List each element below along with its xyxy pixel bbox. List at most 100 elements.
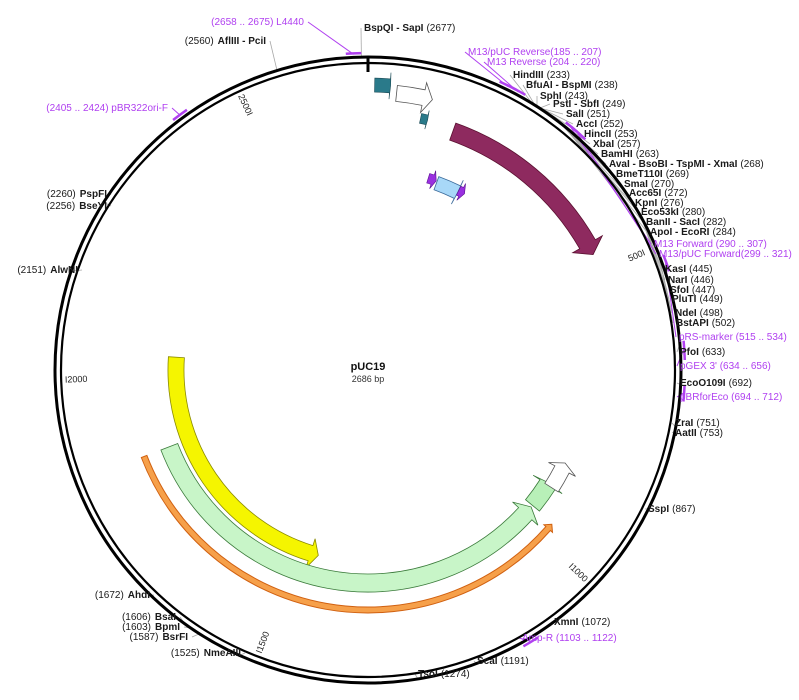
enzyme-position: (633) bbox=[702, 347, 725, 358]
enzyme-leader-line bbox=[509, 74, 532, 102]
enzyme-position: (280) bbox=[682, 207, 705, 218]
enzyme-label: ZraI(751) bbox=[675, 418, 720, 429]
enzyme-label: EcoO109I(692) bbox=[680, 378, 752, 389]
enzyme-label: TsoI(1274) bbox=[418, 669, 470, 680]
enzyme-name: PluTI bbox=[672, 294, 697, 305]
enzyme-position: (263) bbox=[636, 149, 659, 160]
enzyme-name: AflIII - PciI bbox=[218, 36, 267, 47]
enzyme-label: SalI(251) bbox=[566, 109, 610, 120]
enzyme-label: PluTI(449) bbox=[672, 294, 723, 305]
m13-fwd-small-arrow bbox=[455, 183, 466, 201]
enzyme-name: Acc65I bbox=[629, 188, 661, 199]
enzyme-label: (1603) BpmI bbox=[122, 622, 180, 633]
enzyme-name: PfoI bbox=[680, 347, 699, 358]
enzyme-position: (751) bbox=[696, 418, 719, 429]
enzyme-position: (502) bbox=[712, 318, 735, 329]
primer-label: (2405 .. 2424) pBR322ori-F bbox=[46, 103, 168, 114]
enzyme-label: BstAPI(502) bbox=[676, 318, 735, 329]
enzyme-name: PstI - SbfI bbox=[553, 99, 599, 110]
primer-label: M13 Forward (290 .. 307) bbox=[654, 239, 767, 250]
enzyme-label: (1525)NmeAIII bbox=[171, 648, 241, 659]
enzyme-name: NarI bbox=[668, 275, 688, 286]
enzyme-name: SmaI bbox=[624, 179, 648, 190]
primer-label: (2658 .. 2675) L4440 bbox=[211, 17, 304, 28]
ampR-arrow bbox=[160, 442, 539, 593]
primer-site-mark bbox=[662, 254, 671, 272]
enzyme-name: HindIII bbox=[513, 70, 544, 81]
enzyme-name: BsaI bbox=[155, 612, 176, 623]
plasmid-length: 2686 bp bbox=[352, 374, 385, 384]
enzyme-position: (1587) bbox=[130, 632, 159, 643]
enzyme-position: (449) bbox=[699, 294, 722, 305]
primer-site-mark bbox=[682, 340, 687, 361]
primer-site-mark bbox=[522, 636, 539, 648]
enzyme-name: AatII bbox=[675, 428, 697, 439]
enzyme-name: BanII - SacI bbox=[646, 217, 700, 228]
enzyme-name: AccI bbox=[576, 119, 597, 130]
enzyme-label: NarI(446) bbox=[668, 275, 714, 286]
enzyme-name: XmnI bbox=[554, 617, 579, 628]
labels: BspQI - SapI(2677)(2560)AflIII - PciI(22… bbox=[17, 17, 792, 680]
mcs-box bbox=[433, 176, 464, 205]
enzyme-position: (1606) bbox=[122, 612, 151, 623]
enzyme-label: BanII - SacI(282) bbox=[646, 217, 726, 228]
enzyme-position: (282) bbox=[703, 217, 726, 228]
enzyme-label: HincII(253) bbox=[584, 129, 638, 140]
enzyme-leader-line bbox=[640, 213, 670, 300]
enzyme-position: (2560) bbox=[185, 36, 214, 47]
enzyme-position: (257) bbox=[617, 139, 640, 150]
enzyme-position: (445) bbox=[689, 264, 712, 275]
enzyme-name: BpmI bbox=[155, 622, 180, 633]
enzyme-leader-line bbox=[269, 40, 278, 70]
enzyme-position: (238) bbox=[595, 80, 618, 91]
enzyme-position: (753) bbox=[700, 428, 723, 439]
primer-site-mark bbox=[172, 108, 188, 121]
primer-site-mark bbox=[682, 385, 686, 402]
enzyme-label: BamHI(263) bbox=[601, 149, 659, 160]
enzyme-label: SmaI(270) bbox=[624, 179, 674, 190]
enzyme-name: SfoI bbox=[670, 285, 689, 296]
enzyme-label: (1672)AhdI bbox=[95, 590, 150, 601]
enzyme-position: (251) bbox=[587, 109, 610, 120]
enzyme-position: (447) bbox=[692, 285, 715, 296]
enzyme-name: ZraI bbox=[675, 418, 694, 429]
primer-label: pRS-marker (515 .. 534) bbox=[679, 332, 787, 343]
enzyme-name: NdeI bbox=[675, 308, 697, 319]
enzyme-position: (249) bbox=[602, 99, 625, 110]
ampR-highlight-band bbox=[140, 454, 554, 614]
primer-label: Amp-R (1103 .. 1122) bbox=[522, 633, 617, 644]
enzyme-label: (1587)BsrFI bbox=[130, 632, 189, 643]
tick-label: 2500I bbox=[236, 93, 255, 118]
enzyme-name: KpnI bbox=[635, 198, 657, 209]
enzyme-label: SphI(243) bbox=[540, 91, 588, 102]
signal-peptide-arrow bbox=[524, 474, 563, 512]
enzyme-name: KasI bbox=[665, 264, 686, 275]
enzyme-name: ScaI bbox=[477, 656, 498, 667]
lac-operator-box bbox=[419, 110, 430, 130]
enzyme-label: NdeI(498) bbox=[675, 308, 723, 319]
enzyme-name: Eco53kI bbox=[641, 207, 679, 218]
ori-arrow bbox=[167, 356, 319, 568]
primer-site-mark bbox=[345, 51, 362, 56]
plasmid-backbone bbox=[53, 55, 683, 685]
enzyme-label: AatII(753) bbox=[675, 428, 723, 439]
enzyme-name: NmeAIII bbox=[204, 648, 241, 659]
enzyme-label: (2256)BseYI bbox=[46, 201, 107, 212]
enzyme-name: HincII bbox=[584, 129, 611, 140]
enzyme-name: BfuAI - BspMI bbox=[526, 80, 592, 91]
enzyme-position: (268) bbox=[740, 159, 763, 170]
enzyme-label: KpnI(276) bbox=[635, 198, 684, 209]
tick-label: 500I bbox=[627, 247, 647, 263]
enzyme-position: (1672) bbox=[95, 590, 124, 601]
enzyme-position: (1191) bbox=[501, 656, 529, 667]
primer-label: M13 Reverse (204 .. 220) bbox=[487, 57, 600, 68]
enzyme-position: (446) bbox=[690, 275, 713, 286]
primer-leader-line bbox=[307, 21, 354, 55]
enzyme-name: BseYI bbox=[79, 201, 107, 212]
primer-site-mark bbox=[570, 125, 587, 141]
enzyme-label: XmnI(1072) bbox=[554, 617, 610, 628]
enzyme-name: SphI bbox=[540, 91, 562, 102]
enzyme-position: (253) bbox=[614, 129, 637, 140]
enzyme-position: (1603) bbox=[122, 622, 151, 633]
enzyme-name: SalI bbox=[566, 109, 584, 120]
